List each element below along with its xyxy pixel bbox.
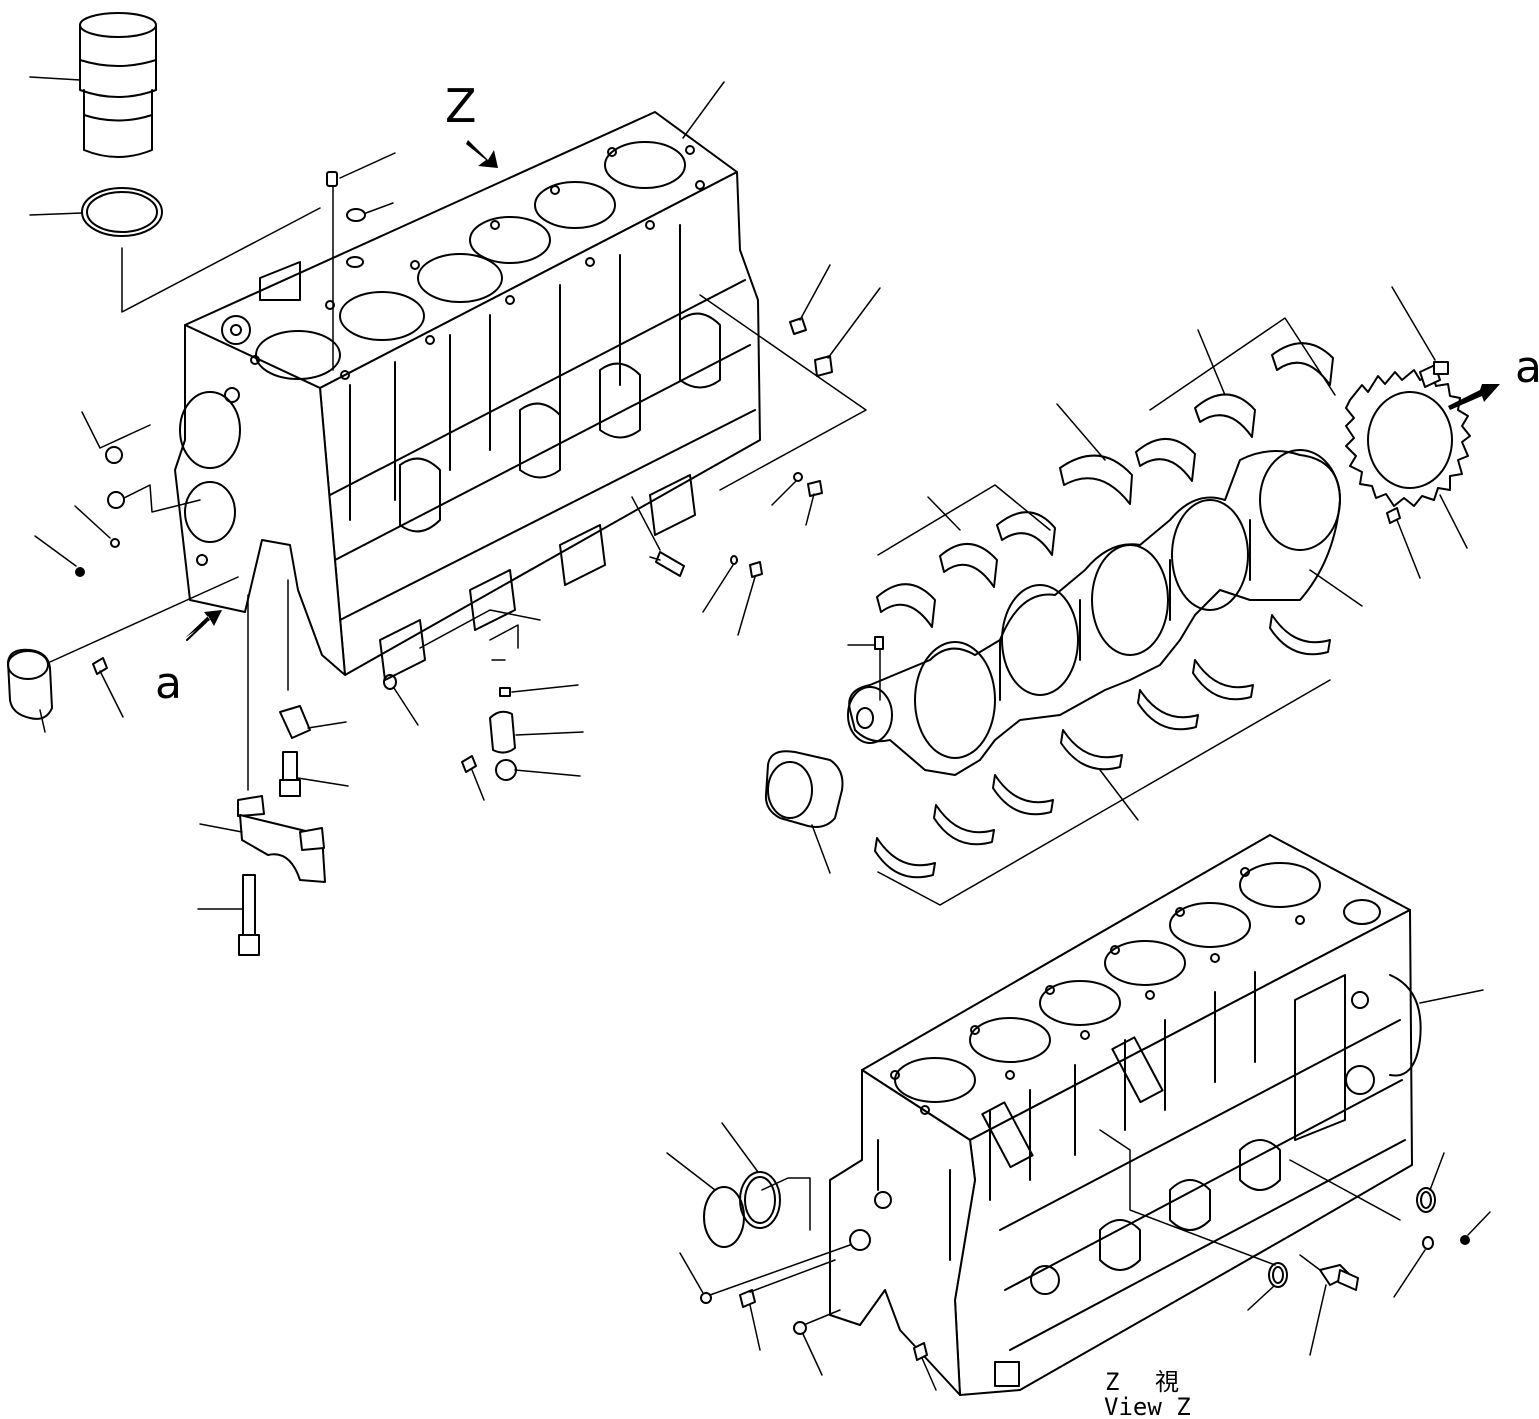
view-a-label-left: a bbox=[155, 658, 182, 709]
dowel-view-z bbox=[913, 1342, 937, 1391]
o-ring-left-1 bbox=[81, 411, 151, 464]
dowel-pin-top bbox=[326, 152, 396, 371]
nut-right-view-z bbox=[1460, 1211, 1491, 1245]
seal-right-view-z bbox=[1416, 1152, 1445, 1213]
dowel-bottom bbox=[461, 755, 485, 801]
leader-line bbox=[1099, 769, 1139, 821]
cylinder-liner bbox=[79, 12, 157, 158]
o-ring-large-left bbox=[721, 1122, 811, 1231]
tone-wheel-dowel bbox=[1386, 507, 1421, 579]
leader-line bbox=[682, 81, 725, 139]
o-ring-right-view-z bbox=[1289, 1159, 1434, 1298]
leader-line bbox=[1419, 989, 1484, 1004]
o-ring-bottom bbox=[383, 674, 419, 726]
bushing bbox=[489, 710, 584, 754]
view-a-label-right: a bbox=[1515, 342, 1539, 393]
dowel-left bbox=[92, 657, 124, 718]
crank-key bbox=[847, 636, 884, 701]
o-ring-small-left bbox=[679, 1244, 851, 1304]
plug-right-2 bbox=[814, 287, 881, 377]
sensor-view-z bbox=[1299, 1254, 1359, 1356]
view-z-caption-en: View Z bbox=[1104, 1393, 1191, 1419]
main-bearing-cap bbox=[199, 795, 326, 883]
leader-line bbox=[1099, 1129, 1276, 1266]
nut-left bbox=[34, 535, 85, 577]
cap-bolt-upper bbox=[279, 751, 349, 797]
main-bearing-upper-shells bbox=[876, 342, 1334, 628]
plug-right-3 bbox=[805, 480, 823, 526]
plug-view-z-1 bbox=[739, 1259, 836, 1351]
seal-view-z bbox=[1247, 1262, 1288, 1311]
clamp-bracket bbox=[279, 705, 347, 739]
leader-line bbox=[419, 609, 541, 661]
leader-line bbox=[877, 679, 1331, 906]
leader-line bbox=[1056, 403, 1106, 461]
view-z-arrow bbox=[466, 140, 498, 168]
oil-pressure-switch bbox=[631, 496, 685, 577]
crankshaft bbox=[847, 449, 1363, 776]
deck-holes-view-z bbox=[890, 867, 1305, 1115]
cylinder-block-main bbox=[174, 111, 761, 681]
plug-right-1 bbox=[789, 264, 831, 335]
view-z-caption-kanji: 視 bbox=[1155, 1368, 1179, 1396]
tone-wheel-bolt bbox=[1391, 286, 1449, 388]
view-a-arrow-left-shaft bbox=[186, 621, 207, 641]
small-plug-bottom bbox=[499, 684, 579, 697]
cylinder-block-view-z bbox=[829, 834, 1422, 1396]
tone-wheel bbox=[1345, 369, 1471, 549]
cap-bolt-lower bbox=[197, 874, 260, 956]
leader-line bbox=[29, 212, 83, 216]
leader-line bbox=[877, 484, 1051, 556]
nut-view-z bbox=[793, 1309, 841, 1376]
o-ring-small bbox=[702, 555, 738, 613]
plug-top bbox=[346, 202, 394, 268]
view-z-caption-letter: Z bbox=[1105, 1368, 1119, 1396]
main-bearing-lower-shells bbox=[874, 614, 1331, 879]
plug-left bbox=[74, 505, 120, 548]
leader-line bbox=[29, 76, 81, 81]
view-z-letter: Z bbox=[445, 79, 477, 133]
deck-holes bbox=[230, 145, 705, 380]
leader-line bbox=[121, 207, 321, 313]
o-ring-right bbox=[771, 472, 803, 506]
leader-line bbox=[1197, 329, 1226, 396]
plug-right-4 bbox=[737, 561, 763, 636]
leader-line bbox=[927, 496, 961, 531]
cover-plate-left bbox=[666, 1152, 745, 1248]
liner-o-ring bbox=[81, 187, 163, 237]
leader-line bbox=[1149, 317, 1336, 411]
o-ring-left-2 bbox=[107, 484, 201, 513]
front-seal-left bbox=[7, 576, 239, 733]
crank-gear bbox=[764, 750, 844, 874]
leader-line bbox=[699, 294, 867, 491]
sleeve bbox=[495, 759, 581, 781]
view-a-arrow-right bbox=[1448, 384, 1500, 410]
